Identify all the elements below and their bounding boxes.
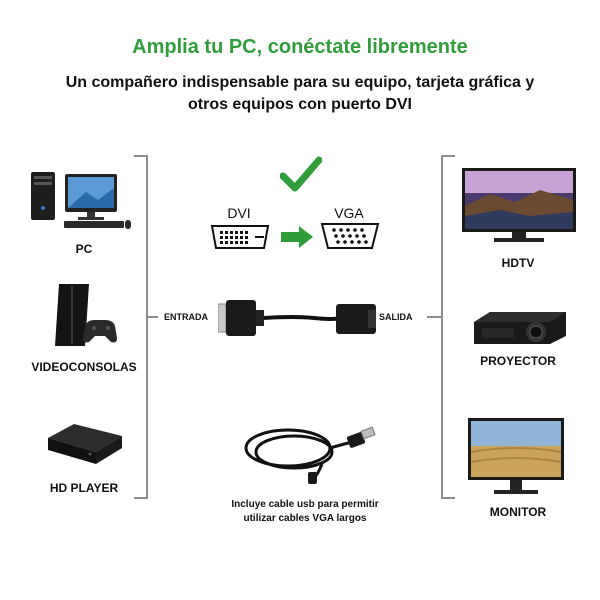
input-label-hd-player: HD PLAYER (49, 481, 119, 495)
page-subtitle: Un compañero indispensable para su equip… (40, 72, 560, 116)
cable-note: Incluye cable usb para permitir utilizar… (200, 498, 410, 526)
salida-label: SALIDA (379, 312, 413, 322)
left-bracket-tick (148, 316, 158, 318)
output-label-proyector: PROYECTOR (480, 354, 556, 368)
vga-label: VGA (334, 205, 364, 221)
page-title: Amplia tu PC, conéctate libremente (132, 36, 468, 58)
projector-icon (470, 308, 570, 353)
check-icon (279, 156, 323, 197)
entrada-label: ENTRADA (164, 312, 208, 322)
media-player-icon (44, 420, 124, 473)
dvi-port-icon (210, 224, 270, 255)
usb-cable-icon (238, 412, 378, 491)
input-label-pc: PC (75, 242, 93, 256)
game-console-icon (55, 282, 117, 353)
right-bracket (441, 155, 455, 499)
arrow-right-icon (281, 226, 313, 253)
dvi-vga-adapter-icon (217, 286, 378, 355)
cable-note-line-2: utilizar cables VGA largos (243, 513, 367, 524)
monitor-icon (466, 418, 566, 503)
tv-icon (460, 166, 578, 253)
subtitle-line-2: otros equipos con puerto DVI (187, 96, 412, 113)
dvi-label: DVI (227, 205, 251, 221)
subtitle-line-1: Un compañero indispensable para su equip… (65, 74, 535, 91)
output-label-monitor: MONITOR (489, 505, 547, 519)
vga-port-icon (320, 222, 380, 255)
output-label-hdtv: HDTV (501, 256, 535, 270)
input-label-videoconsolas: VIDEOCONSOLAS (31, 360, 137, 374)
left-bracket (134, 155, 148, 499)
right-bracket-tick (427, 316, 441, 318)
cable-note-line-1: Incluye cable usb para permitir (231, 499, 379, 510)
pc-icon (28, 168, 132, 235)
